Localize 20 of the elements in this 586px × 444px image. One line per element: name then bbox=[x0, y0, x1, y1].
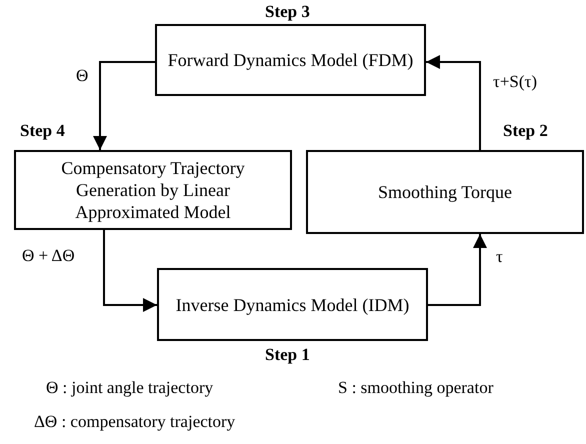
process-box bbox=[155, 24, 426, 96]
box-text: Inverse Dynamics Model (IDM) bbox=[176, 294, 410, 316]
arrow bbox=[428, 234, 487, 306]
step-label: Step 2 bbox=[503, 121, 548, 141]
process-box bbox=[14, 150, 292, 230]
arrow bbox=[103, 230, 157, 312]
legend-text: Θ : joint angle trajectory bbox=[46, 378, 214, 398]
box-text: Compensatory Trajectory Generation by Linear Approximated Model bbox=[60, 157, 246, 223]
step-label: Step 3 bbox=[265, 2, 310, 22]
edge-label: τ+S(τ) bbox=[493, 72, 538, 92]
legend-text: ΔΘ : compensatory trajectory bbox=[34, 412, 236, 432]
step-label: Step 1 bbox=[265, 345, 310, 365]
step-label: Step 4 bbox=[20, 121, 65, 141]
box-text: Smoothing Torque bbox=[378, 181, 512, 203]
legend-text: S : smoothing operator bbox=[338, 378, 494, 398]
process-box bbox=[306, 150, 584, 234]
arrow bbox=[93, 61, 155, 150]
arrow bbox=[426, 55, 481, 150]
process-box bbox=[157, 268, 428, 341]
box-text: Forward Dynamics Model (FDM) bbox=[168, 49, 414, 71]
